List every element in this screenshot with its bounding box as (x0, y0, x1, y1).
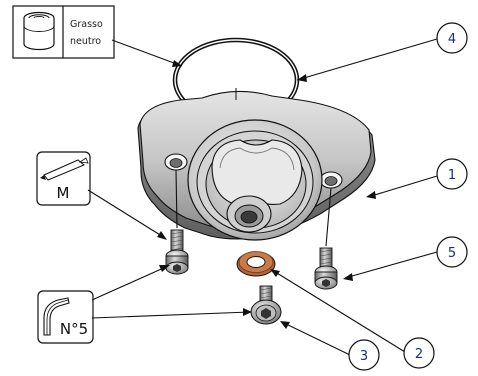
callout-3-label: 3 (360, 349, 368, 364)
hex-key-size-label: N°5 (60, 320, 88, 338)
grease-box: Grasso neutro (12, 5, 115, 59)
leader-lines (87, 38, 438, 356)
hex-key-icon (43, 297, 70, 336)
grease-label-line2: neutro (70, 36, 101, 47)
flange-screw (314, 247, 338, 290)
torque-tool-box: M (36, 151, 91, 206)
grease-tin-icon (23, 11, 55, 51)
grease-label-line1: Grasso (70, 19, 103, 30)
hex-key-box: N°5 (37, 290, 94, 344)
callout-4-label: 4 (448, 32, 456, 47)
callout-1-label: 1 (448, 168, 456, 183)
copper-washer (236, 251, 276, 277)
torque-tool-letter: M (57, 184, 70, 202)
callout-2-label: 2 (415, 347, 423, 362)
callout-2: 2 (403, 337, 435, 369)
cover-flange (137, 88, 376, 241)
center-screw (250, 285, 282, 325)
torque-wrench-icon (40, 157, 89, 181)
left-flange-screw (165, 229, 189, 275)
callout-5: 5 (436, 236, 468, 268)
callout-5-label: 5 (448, 246, 456, 261)
callout-3: 3 (348, 339, 380, 371)
callout-1: 1 (436, 158, 468, 190)
callout-4: 4 (436, 22, 468, 54)
